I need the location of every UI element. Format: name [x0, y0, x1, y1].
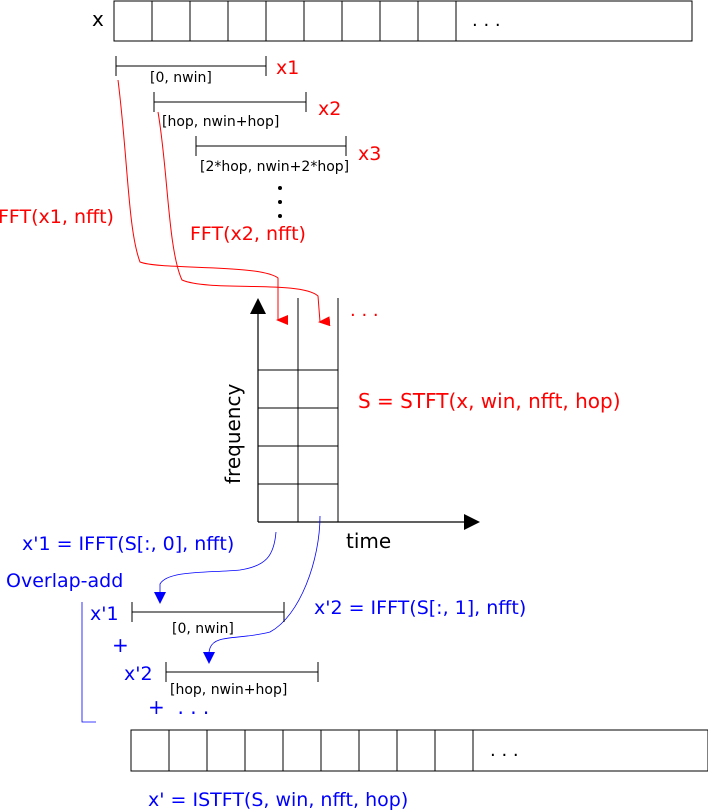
segment-x2-range: [hop, nwin+hop]: [162, 114, 279, 130]
x-axis-label: time: [346, 529, 391, 553]
fft-x1-label: FFT(x1, nfft): [0, 206, 114, 228]
istft-formula: x' = ISTFT(S, win, nfft, hop): [148, 789, 408, 811]
y-axis-arrowhead: [250, 298, 266, 314]
overlap-plus-1: +: [112, 633, 129, 657]
segment-x1-label: x1: [276, 57, 299, 79]
stft-columns-ellipsis: . . .: [350, 300, 379, 321]
segment-x1-range: [0, nwin]: [150, 70, 212, 86]
segment-x2-label: x2: [318, 98, 341, 120]
stft-axes: [257, 310, 468, 523]
ifft-x2-label: x'2 = IFFT(S[:, 1], nfft): [314, 597, 526, 619]
ifft-x1-label: x'1 = IFFT(S[:, 0], nfft): [22, 533, 234, 555]
ifft-x2-curve: [208, 515, 321, 653]
segment-x2-bracket: [153, 92, 307, 112]
segment-x3-bracket: [195, 136, 347, 156]
x-axis-arrowhead: [464, 514, 480, 530]
overlap-plus-more: + . . .: [148, 695, 209, 719]
overlap-item-2-range: [hop, nwin+hop]: [170, 682, 287, 698]
ifft-x1-curve: [159, 531, 277, 593]
overlap-item-1-bracket: [131, 602, 285, 622]
overlap-item-1-range: [0, nwin]: [172, 621, 234, 637]
y-axis-label: frequency: [221, 384, 245, 484]
segment-x3-label: x3: [358, 143, 381, 165]
input-signal-label: x: [92, 7, 104, 31]
output-signal-ellipsis: . . .: [490, 740, 519, 761]
fft-x2-label: FFT(x2, nfft): [190, 223, 306, 245]
input-signal-array: [113, 0, 693, 42]
overlap-add-title: Overlap-add: [6, 570, 123, 592]
ifft-x2-arrowhead: [203, 652, 215, 664]
fft-x1-arrow: [117, 79, 288, 325]
ifft-x1-arrowhead: [154, 592, 166, 604]
output-signal-array: [130, 729, 708, 772]
segment-x3-range: [2*hop, nwin+2*hop]: [200, 159, 349, 175]
segments-vertical-ellipsis: [278, 186, 282, 218]
overlap-item-2-bracket: [165, 662, 319, 682]
segment-x1-bracket: [115, 56, 267, 76]
input-signal-ellipsis: . . .: [472, 10, 501, 31]
stft-grid: [258, 298, 339, 522]
stft-formula: S = STFT(x, win, nfft, hop): [358, 389, 621, 413]
overlap-item-2-name: x'2: [124, 663, 153, 685]
overlap-add-bracket: [81, 602, 96, 723]
fft-x2-arrow: [157, 111, 331, 327]
overlap-item-1-name: x'1: [90, 603, 119, 625]
